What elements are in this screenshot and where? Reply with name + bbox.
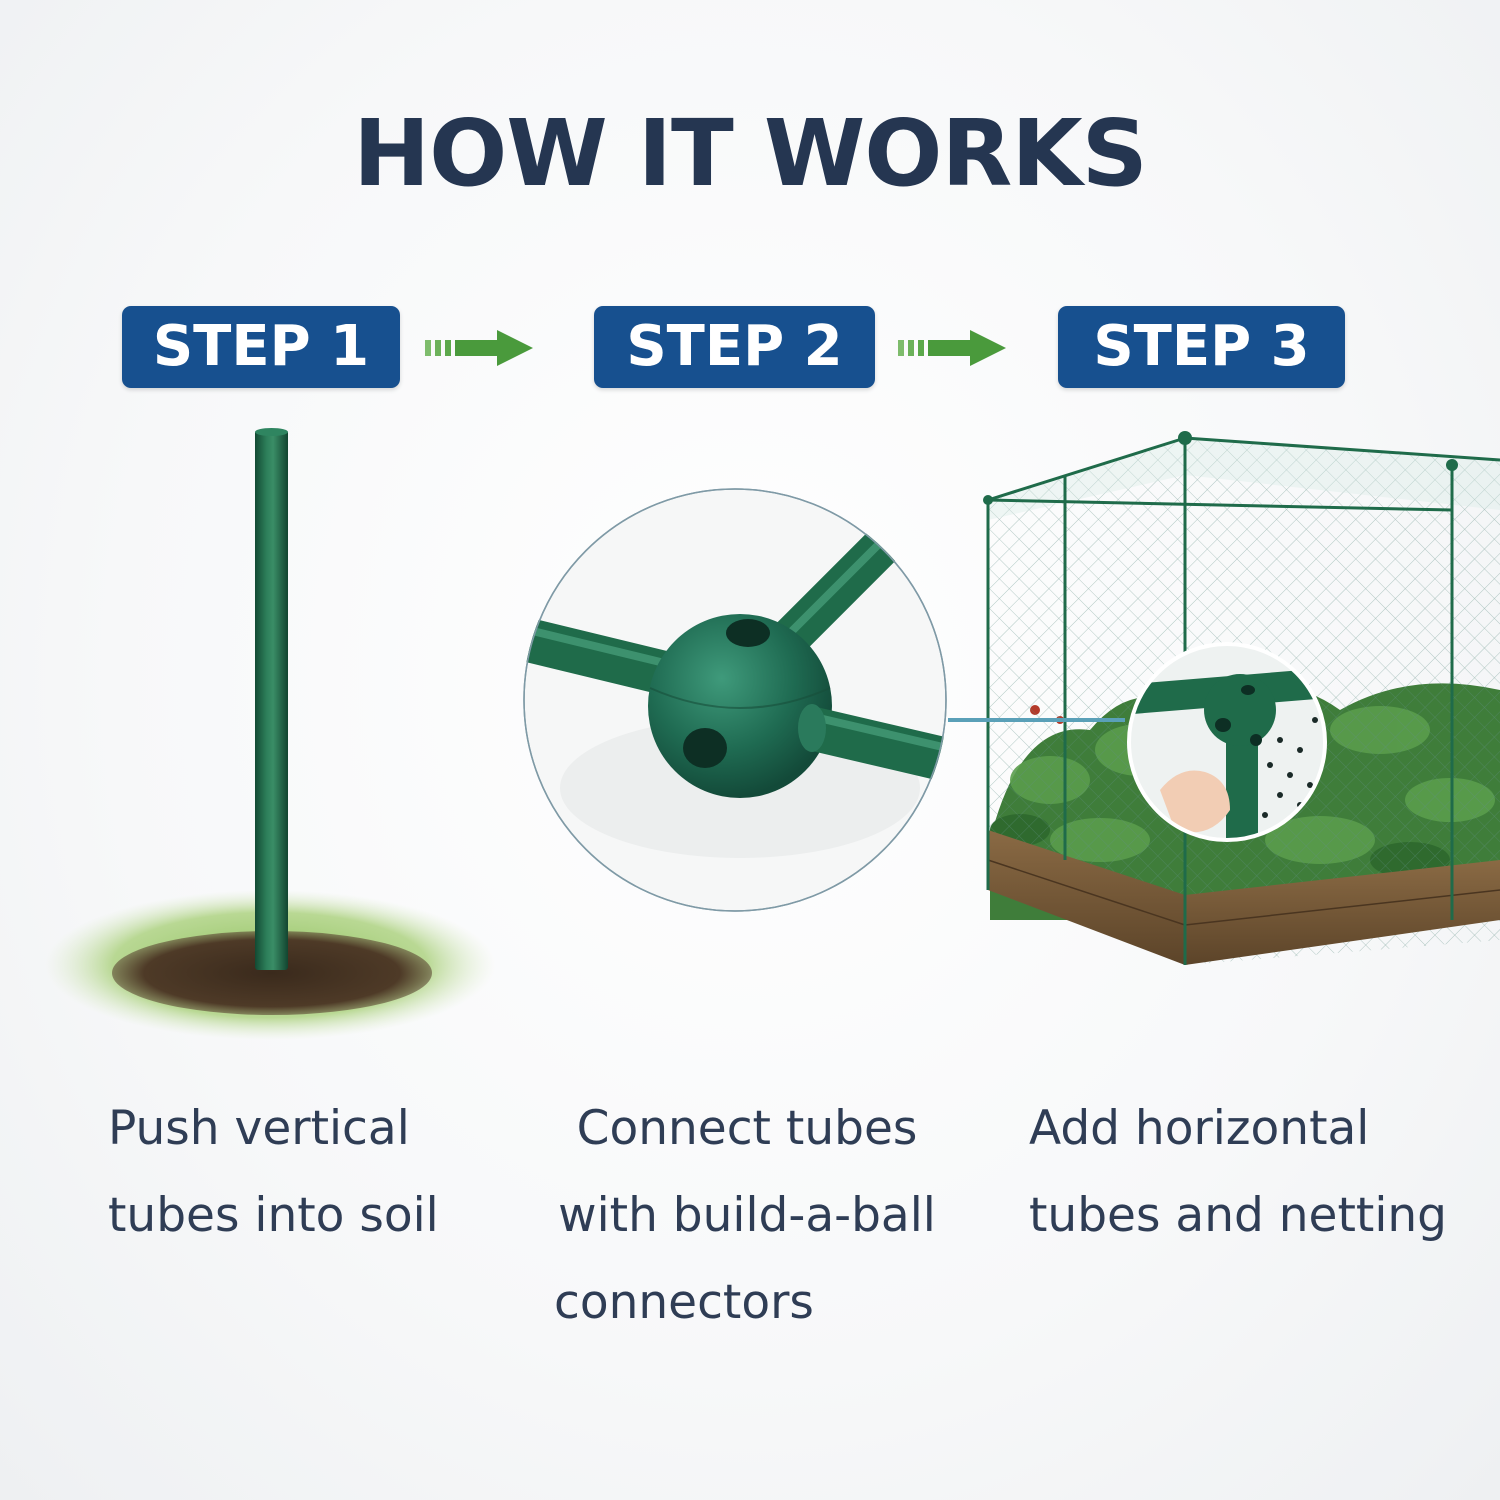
step-2-caption: Connect tubes with build-a-ball connecto… bbox=[548, 1085, 946, 1346]
caption-line: Add horizontal bbox=[1029, 1101, 1370, 1156]
caption-line: with build-a-ball bbox=[558, 1188, 936, 1243]
caption-line: tubes into soil bbox=[108, 1188, 439, 1243]
caption-line: connectors bbox=[554, 1275, 814, 1330]
arrow-right-icon bbox=[425, 330, 533, 366]
step-2-badge: STEP 2 bbox=[594, 306, 875, 388]
caption-line: tubes and netting bbox=[1029, 1188, 1447, 1243]
step-1-badge: STEP 1 bbox=[122, 306, 400, 388]
caption-line: Connect tubes bbox=[576, 1101, 918, 1156]
ball-connector-illustration bbox=[523, 488, 947, 912]
netted-raised-bed-illustration bbox=[948, 431, 1500, 965]
caption-line: Push vertical bbox=[108, 1101, 410, 1156]
tube-in-soil-illustration bbox=[45, 428, 495, 1040]
page-title: HOW IT WORKS bbox=[353, 100, 1148, 207]
step-1-caption: Push vertical tubes into soil bbox=[108, 1085, 439, 1259]
arrow-right-icon bbox=[898, 330, 1006, 366]
step-3-caption: Add horizontal tubes and netting bbox=[1029, 1085, 1447, 1259]
step-3-badge: STEP 3 bbox=[1058, 306, 1345, 388]
